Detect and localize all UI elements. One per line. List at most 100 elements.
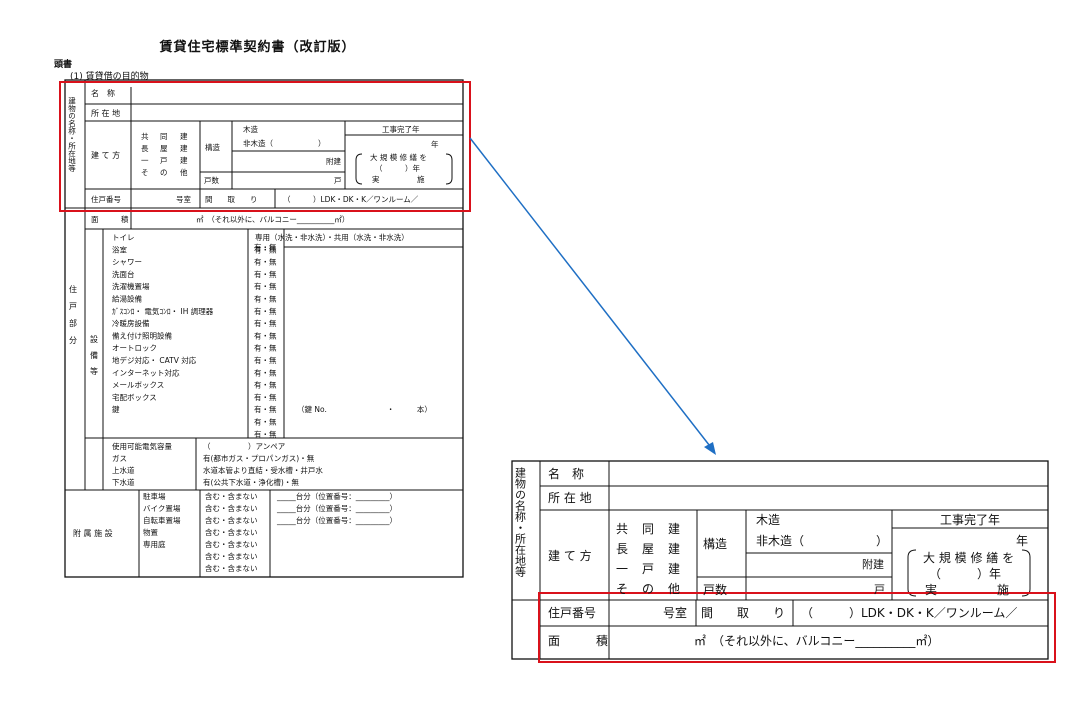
- zoom-build-type-char: 建: [668, 522, 680, 536]
- non-wood-label: 非木造（ ）: [243, 138, 326, 148]
- zoom-build-type-char: 同: [642, 522, 654, 536]
- availability-option: 有・無: [254, 392, 277, 402]
- availability-option: 有・無: [254, 257, 277, 267]
- sub-section-label: (1) 賃貸借の目的物: [70, 72, 149, 82]
- zoom-build-type-label: 建 て 方: [548, 548, 592, 563]
- units-label: 戸数: [204, 175, 219, 185]
- year-label: 年: [431, 139, 439, 149]
- zoom-year-label: 年: [1016, 534, 1028, 548]
- zoom-build-type-char: 屋: [642, 542, 654, 556]
- utility-label: 使用可能電気容量: [112, 441, 172, 451]
- facility-item: 給湯設備: [112, 294, 142, 304]
- zoom-area-label: 面 積: [548, 633, 608, 648]
- zoom-build-type-char: 戸: [642, 562, 654, 576]
- dwelling-group-label: 住戸部分: [69, 284, 78, 353]
- zoom-renovation-year-label: （ ）年: [929, 567, 1001, 581]
- utility-value: 有(都市ガス・プロパンガス)・無: [203, 453, 315, 463]
- build-type-char: 共: [141, 132, 149, 141]
- attached-item: 物置: [143, 527, 158, 537]
- zoom-address-label: 所 在 地: [548, 491, 592, 505]
- utility-list: 使用可能電気容量（ ）アンペアガス有(都市ガス・プロパンガス)・無上水道水道本管…: [112, 441, 323, 487]
- zoom-room-number-label: 住戸番号: [548, 606, 596, 620]
- wood-label: 木造: [243, 124, 258, 134]
- area-label: 面 積: [91, 214, 129, 224]
- name-label: 名 称: [91, 88, 115, 98]
- zoom-room-suffix: 号室: [663, 605, 687, 620]
- build-type-char: 同: [160, 132, 168, 141]
- build-type-char: 建: [180, 131, 188, 141]
- facility-item: 浴室: [112, 244, 127, 254]
- availability-option: 有・無: [254, 343, 277, 353]
- build-type-char: 建: [180, 143, 188, 153]
- include-option: 含む・含まない: [205, 563, 258, 573]
- facility-item: トイレ: [112, 233, 135, 242]
- build-type-char: 屋: [160, 144, 168, 153]
- include-option: 含む・含まない: [205, 539, 258, 549]
- address-label: 所 在 地: [91, 108, 120, 118]
- implemented-label: 実 施: [372, 174, 425, 184]
- room-suffix: 号室: [176, 194, 191, 204]
- availability-option: 有・無: [254, 318, 277, 328]
- zoom-build-type-char: 一: [616, 562, 628, 576]
- units-option: _____台分（位置番号：_________）: [276, 503, 397, 513]
- zoom-layout-label: 間 取 り: [701, 606, 785, 620]
- attached-item: 駐車場: [143, 491, 166, 501]
- availability-option: 有・無: [254, 242, 277, 252]
- facility-item: ｶﾞｽｺﾝﾛ・ 電気ｺﾝﾛ・ IH 調理器: [112, 306, 214, 316]
- zoom-build-type-char: の: [642, 582, 654, 596]
- availability-option: 有・無: [254, 281, 277, 291]
- facility-item: 冷暖房設備: [112, 318, 150, 328]
- attached-list: 駐車場バイク置場自転車置場物置専用庭含む・含まない含む・含まない含む・含まない含…: [143, 491, 397, 573]
- renovation-year-label: （ ）年: [375, 163, 420, 173]
- area-value: ㎡ （それ以外に、バルコニー__________㎡）: [196, 214, 349, 224]
- utility-value: （ ）アンペア: [203, 442, 285, 451]
- facility-item: 備え付け照明設備: [112, 330, 172, 340]
- units-option: _____台分（位置番号：_________）: [276, 515, 397, 525]
- zoom-layout-options: （ ）LDK・DK・K／ワンルーム／: [801, 606, 1017, 620]
- toilet-detail: 専用（水洗・非水洗）・共用（水洗・非水洗）: [255, 232, 409, 242]
- build-type-char: 建: [180, 155, 188, 165]
- document-title: 賃貸住宅標準契約書（改訂版）: [159, 40, 356, 55]
- build-type-char: そ: [141, 168, 149, 177]
- build-type-char: 一: [141, 156, 149, 165]
- availability-option: 有・無: [254, 429, 277, 439]
- building-group-label: 建物の名称・所在地等: [67, 96, 76, 173]
- facility-item: メールボックス: [112, 381, 164, 390]
- build-type-char: の: [160, 168, 168, 177]
- zoom-wood-label: 木造: [756, 513, 780, 527]
- zoom-units-label: 戸数: [703, 582, 727, 597]
- utility-label: 上水道: [112, 465, 135, 475]
- facility-item: 地デジ対応・ CATV 対応: [112, 355, 197, 365]
- facility-item: インターネット対応: [112, 367, 180, 377]
- zoom-implemented-label: 実 施: [925, 582, 1009, 597]
- layout-label: 間 取 り: [205, 195, 258, 204]
- zoom-build-type-char: 他: [668, 582, 680, 596]
- include-option: 含む・含まない: [205, 503, 258, 513]
- availability-option: 有・無: [254, 244, 277, 254]
- source-highlight-box: [59, 81, 471, 212]
- zoom-non-wood-label: 非木造（ ）: [756, 534, 888, 548]
- attached-group-label: 附 属 施 設: [73, 528, 113, 538]
- form-outer-border: [64, 79, 464, 578]
- zoom-unit-suffix: 戸: [874, 583, 885, 596]
- layout-options: （ ）LDK・DK・K／ワンルーム／: [283, 195, 419, 204]
- attached-item: 自転車置場: [143, 515, 181, 525]
- facility-item: 鍵: [112, 404, 120, 414]
- build-type-char: 戸: [160, 156, 168, 165]
- zoom-build-type-char: そ: [616, 582, 628, 596]
- section-label: 頭書: [54, 60, 73, 70]
- zoom-build-type-char: 長: [616, 542, 628, 556]
- utility-label: ガス: [112, 453, 127, 463]
- availability-option: 有・無: [254, 306, 277, 316]
- availability-option: 有・無: [254, 355, 277, 365]
- zoom-name-label: 名 称: [548, 466, 584, 481]
- availability-option: 有・無: [254, 269, 277, 279]
- utility-label: 下水道: [112, 477, 135, 487]
- availability-option: 有・無: [254, 330, 277, 340]
- zoom-renovation-label: 大 規 模 修 繕 を: [923, 550, 1014, 565]
- renovation-label: 大 規 模 修 繕 を: [370, 152, 427, 162]
- availability-option: 有・無: [254, 380, 277, 390]
- zoom-structure-label: 構造: [703, 537, 727, 551]
- include-option: 含む・含まない: [205, 491, 258, 501]
